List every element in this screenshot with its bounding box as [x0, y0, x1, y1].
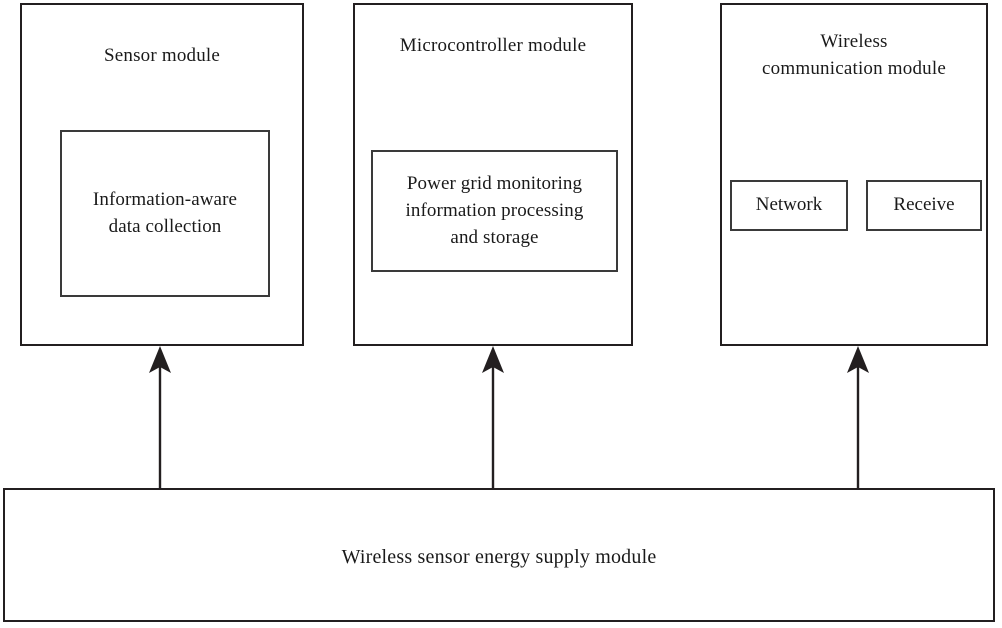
- power-grid-monitoring-box[interactable]: [371, 150, 618, 272]
- power-grid-monitoring-label: Power grid monitoring information proces…: [405, 173, 584, 248]
- wireless-sensor-energy-supply-module-box[interactable]: [3, 488, 995, 622]
- arrow-power-to-microcontroller-module: [482, 346, 504, 490]
- arrow-power-to-sensor-module: [149, 346, 171, 490]
- network-chip-label: Network: [755, 194, 823, 215]
- receive-chip-label: Receive: [893, 194, 955, 215]
- wireless-communication-module-box[interactable]: [720, 3, 988, 346]
- information-aware-data-collection-label: Information-aware data collection: [92, 189, 238, 237]
- wireless-sensor-energy-supply-module-label: Wireless sensor energy supply module: [341, 546, 657, 568]
- microcontroller-module-title: Microcontroller module: [399, 35, 587, 56]
- sensor-module-title: Sensor module: [103, 45, 221, 66]
- arrow-power-to-wireless-communication-module: [847, 346, 869, 490]
- network-chip-box[interactable]: [730, 180, 848, 231]
- wireless-communication-module-title: Wireless communication module: [762, 31, 946, 79]
- receive-chip-box[interactable]: [866, 180, 982, 231]
- information-aware-data-collection-box[interactable]: [60, 130, 270, 297]
